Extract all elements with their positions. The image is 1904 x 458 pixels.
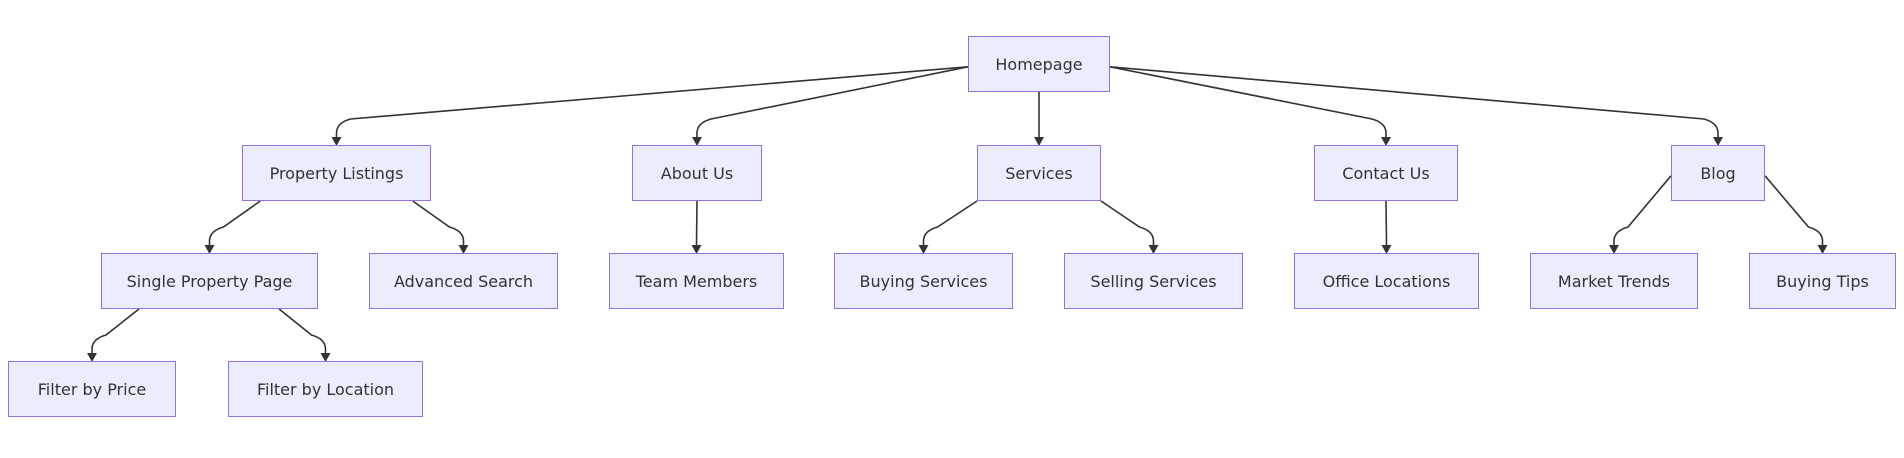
- node-selling-services: Selling Services: [1064, 253, 1243, 309]
- node-about-us: About Us: [632, 145, 762, 201]
- node-blog: Blog: [1671, 145, 1765, 201]
- node-homepage: Homepage: [968, 36, 1110, 92]
- node-buying-tips: Buying Tips: [1749, 253, 1896, 309]
- edge-services-to-buying-services: [922, 200, 978, 245]
- edge-homepage-to-blog: [1109, 66, 1719, 137]
- arrowhead-icon: [1817, 245, 1828, 254]
- node-single-property-page: Single Property Page: [101, 253, 318, 309]
- edge-services-to-selling-services: [1100, 200, 1155, 245]
- arrowhead-icon: [1034, 137, 1044, 146]
- arrowhead-icon: [1609, 245, 1619, 254]
- arrowhead-icon: [1381, 137, 1391, 146]
- node-property-listings: Property Listings: [242, 145, 431, 201]
- node-contact-us: Contact Us: [1314, 145, 1458, 201]
- node-team-members: Team Members: [609, 253, 784, 309]
- arrowhead-icon: [204, 245, 215, 254]
- arrowhead-icon: [331, 137, 342, 146]
- edge-homepage-to-contact-us: [1109, 66, 1387, 137]
- node-office-locations: Office Locations: [1294, 253, 1479, 309]
- edge-property-listings-to-advanced-search: [412, 200, 465, 245]
- edge-homepage-to-property-listings: [335, 66, 969, 137]
- arrowhead-icon: [1713, 137, 1723, 146]
- edge-contact-us-to-office-locations: [1385, 200, 1388, 246]
- arrowhead-icon: [1148, 245, 1159, 254]
- arrowhead-icon: [87, 353, 97, 362]
- arrowhead-icon: [691, 245, 702, 254]
- node-filter-by-location: Filter by Location: [228, 361, 423, 417]
- edge-single-property-page-to-filter-by-location: [278, 308, 327, 353]
- arrowhead-icon: [458, 245, 469, 254]
- edge-about-us-to-team-members: [695, 200, 698, 246]
- arrowhead-icon: [918, 245, 929, 254]
- node-buying-services: Buying Services: [834, 253, 1013, 309]
- arrowhead-icon: [320, 353, 331, 362]
- edge-property-listings-to-single-property-page: [208, 200, 261, 245]
- node-advanced-search: Advanced Search: [369, 253, 558, 309]
- arrowhead-icon: [1381, 245, 1392, 254]
- edge-homepage-to-about-us: [696, 66, 969, 137]
- edge-blog-to-buying-tips: [1764, 175, 1824, 245]
- node-filter-by-price: Filter by Price: [8, 361, 176, 417]
- node-market-trends: Market Trends: [1530, 253, 1698, 309]
- edge-blog-to-market-trends: [1613, 175, 1672, 245]
- edge-single-property-page-to-filter-by-price: [91, 308, 140, 353]
- node-services: Services: [977, 145, 1101, 201]
- arrowhead-icon: [692, 137, 702, 146]
